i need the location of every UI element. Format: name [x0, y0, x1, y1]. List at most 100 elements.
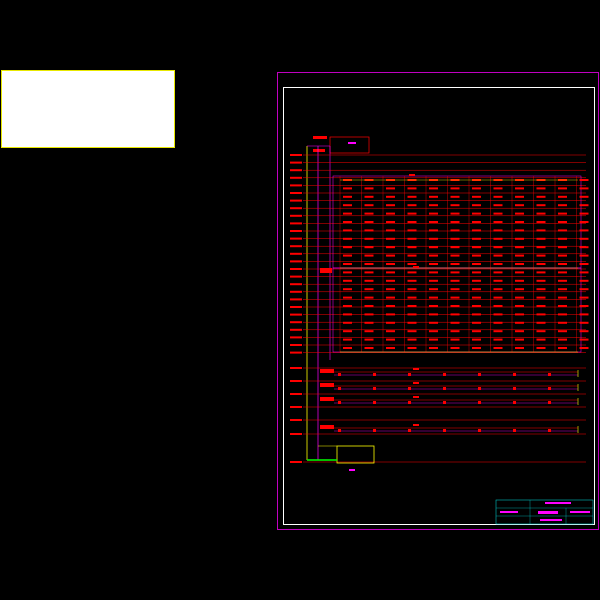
outlet-mark: [343, 288, 352, 291]
floor-label: [290, 433, 302, 435]
outlet-mark: [536, 212, 546, 215]
header-tag: [348, 142, 356, 144]
outlet-mark: [364, 246, 374, 249]
outlet-mark: [493, 246, 503, 249]
outlet-mark: [536, 229, 546, 232]
outlet-mark: [343, 246, 352, 249]
outlet-mark: [558, 305, 567, 307]
outlet-mark: [536, 246, 546, 249]
outlet-mark: [579, 330, 589, 333]
bay-outlet-mark: [548, 387, 551, 390]
outlet-mark: [343, 330, 352, 333]
outlet-mark: [515, 347, 524, 349]
outlet-mark: [493, 187, 503, 190]
outlet-mark: [450, 296, 460, 299]
outlet-mark: [364, 187, 374, 190]
bay-outlet-mark: [338, 401, 341, 404]
outlet-mark: [515, 330, 524, 333]
outlet-mark: [558, 195, 567, 198]
outlet-mark: [558, 279, 567, 282]
outlet-mark: [429, 321, 438, 324]
outlet-mark: [429, 187, 438, 190]
outlet-mark: [450, 347, 460, 349]
floor-label: [290, 461, 302, 463]
outlet-mark: [558, 204, 567, 207]
outlet-mark: [364, 338, 374, 341]
outlet-mark: [579, 271, 589, 274]
outlet-mark: [364, 263, 374, 265]
floor-label: [290, 207, 302, 210]
outlet-mark: [558, 246, 567, 249]
outlet-mark: [579, 313, 589, 316]
outlet-mark: [343, 338, 352, 341]
bay-tag: [413, 424, 419, 426]
floor-label: [290, 176, 302, 179]
outlet-mark: [472, 279, 481, 282]
floor-label: [290, 351, 302, 354]
title-block-text-mark: [500, 511, 518, 513]
outlet-mark: [579, 347, 589, 349]
outlet-mark: [407, 321, 417, 324]
floor-label: [290, 290, 302, 293]
outlet-mark: [364, 321, 374, 324]
outlet-mark: [429, 296, 438, 299]
outlet-mark: [515, 313, 524, 316]
bay-tag: [320, 383, 334, 387]
bay-tag: [320, 369, 334, 373]
outlet-mark: [536, 204, 546, 207]
bay-outlet-mark: [443, 429, 446, 432]
outlet-mark: [343, 229, 352, 232]
outlet-mark: [450, 321, 460, 324]
outlet-mark: [579, 321, 589, 324]
outlet-mark: [472, 321, 481, 324]
outlet-mark: [536, 288, 546, 291]
outlet-mark: [579, 246, 589, 249]
bay-outlet-mark: [478, 373, 481, 376]
outlet-mark: [515, 246, 524, 249]
bay-outlet-mark: [548, 401, 551, 404]
bay-outlet-mark: [408, 373, 411, 376]
outlet-mark: [386, 221, 395, 223]
outlet-mark: [515, 187, 524, 190]
title-block-text-mark: [538, 511, 558, 514]
outlet-mark: [450, 229, 460, 232]
outlet-mark: [472, 246, 481, 249]
outlet-mark: [364, 221, 374, 223]
bay-tag: [413, 368, 419, 370]
bay-outlet-mark: [513, 373, 516, 376]
outlet-mark: [364, 313, 374, 316]
outlet-mark: [407, 254, 417, 257]
outlet-mark: [386, 313, 395, 316]
outlet-mark: [493, 330, 503, 333]
bay-outlet-mark: [513, 387, 516, 390]
title-block-text-mark: [540, 519, 562, 521]
outlet-mark: [579, 221, 589, 223]
bay-outlet-mark: [373, 429, 376, 432]
outlet-mark: [536, 313, 546, 316]
outlet-mark: [429, 195, 438, 198]
outlet-mark: [558, 263, 567, 265]
outlet-mark: [579, 187, 589, 190]
outlet-mark: [472, 187, 481, 190]
outlet-mark: [407, 229, 417, 232]
outlet-mark: [493, 347, 503, 349]
blank-note-panel: [1, 70, 175, 148]
outlet-mark: [579, 305, 589, 307]
bay-outlet-mark: [513, 401, 516, 404]
outlet-mark: [386, 271, 395, 274]
outlet-mark: [558, 254, 567, 257]
outlet-mark: [364, 330, 374, 333]
bay-outlet-mark: [548, 429, 551, 432]
outlet-mark: [364, 271, 374, 274]
outlet-mark: [558, 321, 567, 324]
outlet-mark: [515, 279, 524, 282]
outlet-mark: [364, 279, 374, 282]
outlet-mark: [429, 347, 438, 349]
outlet-mark: [515, 263, 524, 265]
bay-outlet-mark: [443, 387, 446, 390]
bay-tag: [320, 425, 334, 429]
outlet-mark: [558, 296, 567, 299]
outlet-mark: [386, 237, 395, 240]
bay-outlet-mark: [408, 429, 411, 432]
outlet-mark: [558, 330, 567, 333]
